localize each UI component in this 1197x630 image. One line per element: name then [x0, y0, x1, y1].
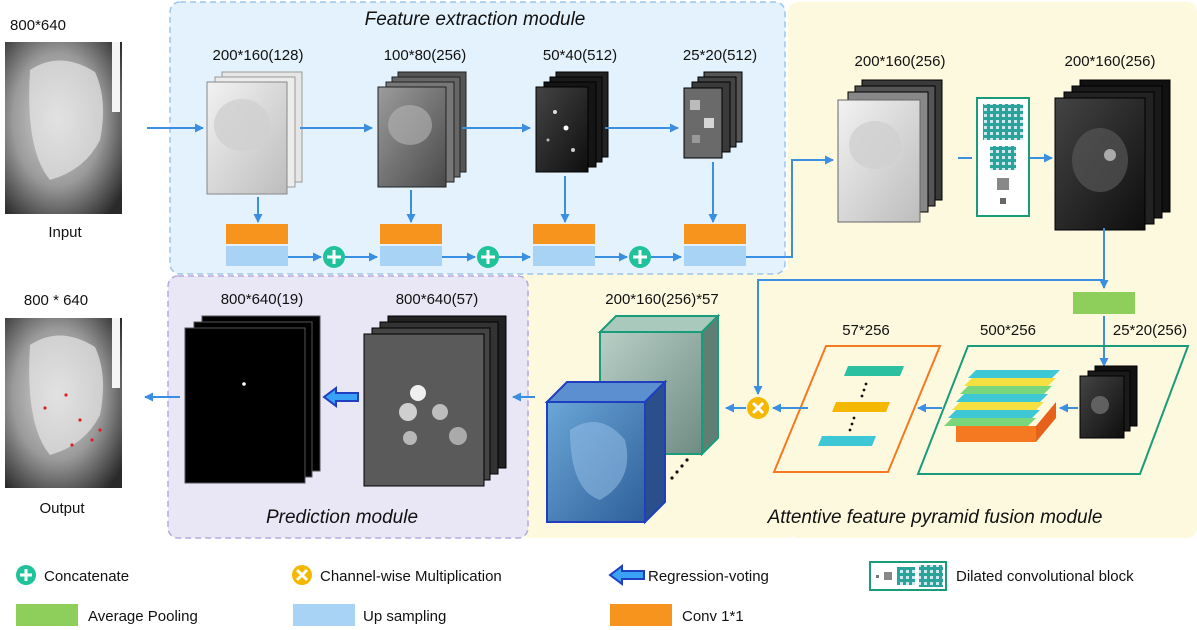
svg-text:Regression-voting: Regression-voting — [648, 568, 769, 585]
upsample-block-1 — [226, 246, 288, 266]
pred57-size-label: 800*640(57) — [396, 291, 479, 308]
vec500-size-label: 500*256 — [980, 322, 1036, 339]
pred19-stack — [184, 315, 321, 484]
output-xray-image — [5, 318, 122, 488]
extraction-arrows — [147, 123, 834, 262]
attention-blue-cube — [544, 379, 668, 525]
more-dots — [670, 458, 689, 480]
stage4-feature-stack — [683, 71, 743, 159]
merged-size-label: 200*160(256) — [855, 53, 946, 70]
merged-feature-stack — [837, 79, 943, 223]
stage1-feature-stack — [206, 71, 303, 195]
block4 — [684, 224, 746, 266]
svg-text:Conv 1*1: Conv 1*1 — [682, 608, 744, 625]
legend-avg-pool: Average Pooling — [16, 604, 198, 626]
block2 — [380, 224, 442, 266]
conv-block-3 — [533, 224, 595, 244]
extraction-title: Feature extraction module — [365, 9, 586, 30]
input-size-label: 800*640 — [10, 17, 66, 34]
stage1-size-label: 200*160(128) — [213, 47, 304, 64]
stage3-feature-stack — [535, 71, 609, 173]
legend-conv: Conv 1*1 — [610, 604, 744, 626]
avg-pool-block — [1073, 292, 1135, 314]
legend-multiplication: Channel-wise Multiplication — [292, 565, 502, 585]
svg-text:Channel-wise Multiplication: Channel-wise Multiplication — [320, 568, 502, 585]
svg-text:Dilated convolutional block: Dilated convolutional block — [956, 568, 1134, 585]
dilated-conv-block — [976, 97, 1030, 217]
svg-text:Average Pooling: Average Pooling — [88, 608, 198, 625]
conv-block-1 — [226, 224, 288, 244]
vec57-rows — [818, 366, 904, 446]
attention-size-label: 200*160(256)*57 — [605, 291, 718, 308]
input-xray-image — [5, 42, 122, 214]
stage3-size-label: 50*40(512) — [543, 47, 617, 64]
input-label: Input — [48, 224, 82, 241]
conv-block-4 — [684, 224, 746, 244]
vec57-size-label: 57*256 — [842, 322, 890, 339]
legend-regression: Regression-voting — [608, 564, 769, 586]
prediction-title: Prediction module — [266, 507, 418, 528]
vec500-frame — [916, 345, 1190, 475]
dilated-output-stack — [1054, 79, 1171, 231]
svg-text:Concatenate: Concatenate — [44, 568, 129, 585]
fusion-title: Attentive feature pyramid fusion module — [767, 507, 1103, 528]
pred19-size-label: 800*640(19) — [221, 291, 304, 308]
upsample-block-3 — [533, 246, 595, 266]
legend: Concatenate Channel-wise Multiplication … — [16, 561, 1134, 626]
concat-icon-2 — [477, 246, 499, 268]
conv-block-2 — [380, 224, 442, 244]
extraction-module-bg — [169, 1, 786, 275]
legend-up-sampling: Up sampling — [293, 604, 446, 626]
legend-concatenate: Concatenate — [16, 565, 129, 585]
concat-icon-1 — [323, 246, 345, 268]
regression-voting-arrow — [322, 386, 359, 408]
svg-text:Up sampling: Up sampling — [363, 608, 446, 625]
upsample-block-4 — [684, 246, 746, 266]
vec57-frame — [772, 345, 942, 473]
upsample-block-2 — [380, 246, 442, 266]
dilated-out-size-label: 200*160(256) — [1065, 53, 1156, 70]
stage2-feature-stack — [377, 71, 467, 188]
legend-dilated: Dilated convolutional block — [869, 561, 1134, 591]
pool-arrows — [753, 228, 1109, 395]
block3 — [533, 224, 595, 266]
pooled-feature-stack — [1079, 365, 1138, 439]
multiply-icon — [747, 397, 769, 419]
stage4-size-label: 25*20(512) — [683, 47, 757, 64]
pred57-stack — [363, 315, 507, 487]
vec500-layers — [944, 370, 1060, 442]
output-size-label: 800 * 640 — [24, 292, 88, 309]
pooled-size-label: 25*20(256) — [1113, 322, 1187, 339]
block1 — [226, 224, 288, 266]
output-label: Output — [39, 500, 85, 517]
concat-icon-3 — [629, 246, 651, 268]
stage2-size-label: 100*80(256) — [384, 47, 467, 64]
